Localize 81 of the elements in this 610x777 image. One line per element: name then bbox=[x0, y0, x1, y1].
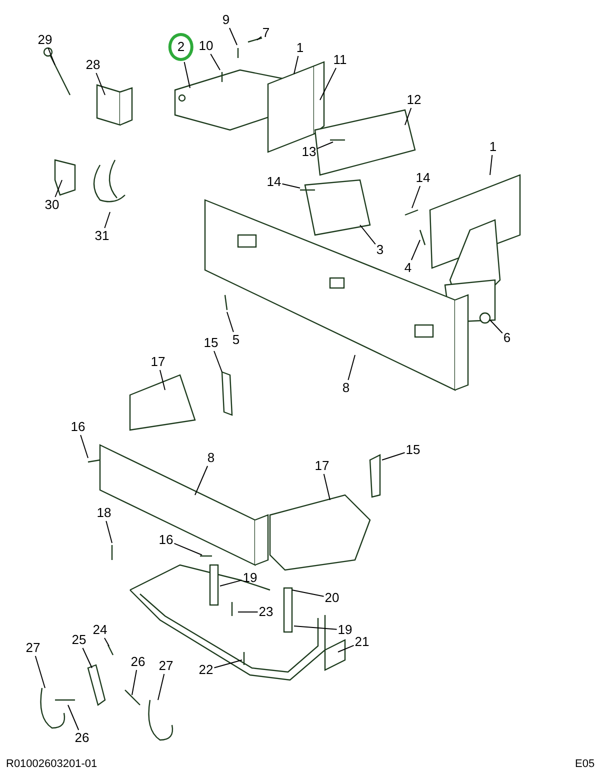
callout-number: 30 bbox=[44, 198, 60, 212]
leader-line bbox=[106, 520, 112, 544]
leader-line bbox=[282, 183, 300, 188]
callout-number: 18 bbox=[96, 506, 112, 520]
callout-number: 22 bbox=[198, 663, 214, 677]
callout-number: 11 bbox=[333, 53, 347, 67]
leader-line bbox=[226, 312, 234, 332]
leader-line bbox=[294, 56, 299, 74]
callout-number: 27 bbox=[158, 659, 174, 673]
callout-number: 9 bbox=[222, 13, 230, 27]
leader-line bbox=[214, 660, 242, 668]
callout-number: 16 bbox=[158, 533, 174, 547]
callout-number: 14 bbox=[266, 175, 282, 189]
leader-line bbox=[320, 68, 336, 100]
callout-number: 14 bbox=[416, 171, 430, 185]
callout-number: 20 bbox=[324, 591, 340, 605]
leader-line bbox=[174, 542, 202, 556]
leader-line bbox=[96, 72, 106, 96]
leader-line bbox=[104, 638, 110, 646]
leader-line bbox=[158, 674, 165, 700]
leader-line bbox=[229, 28, 238, 46]
page-code: E05 bbox=[575, 758, 595, 770]
callout-number: 12 bbox=[406, 93, 422, 107]
callout-number: 1 bbox=[296, 41, 304, 55]
callout-number: 23 bbox=[258, 605, 274, 619]
drawing-number: R01002603201-01 bbox=[6, 758, 98, 770]
callout-number: 10 bbox=[198, 39, 214, 53]
callout-number: 17 bbox=[150, 355, 166, 369]
leader-line bbox=[68, 704, 80, 730]
callout-number: 16 bbox=[70, 420, 86, 434]
callout-number: 6 bbox=[503, 331, 511, 345]
leader-line bbox=[256, 36, 262, 40]
leader-line bbox=[220, 580, 242, 586]
leader-line bbox=[382, 452, 406, 460]
leader-line bbox=[34, 656, 46, 688]
callout-number: 3 bbox=[376, 243, 384, 257]
callout-number: 26 bbox=[74, 731, 90, 745]
callout-number: 15 bbox=[406, 443, 420, 457]
callout-number: 19 bbox=[338, 623, 352, 637]
callout-number: 4 bbox=[404, 261, 412, 275]
leader-line bbox=[490, 320, 503, 334]
callout-number: 15 bbox=[204, 336, 218, 350]
leader-line bbox=[160, 370, 166, 390]
leader-line bbox=[360, 224, 376, 245]
leader-line bbox=[323, 474, 330, 500]
callout-number: 8 bbox=[207, 451, 215, 465]
leader-line bbox=[410, 240, 420, 260]
callout-number: 7 bbox=[262, 26, 270, 40]
leader-line bbox=[48, 48, 56, 66]
callout-number: 28 bbox=[86, 58, 100, 72]
leader-line bbox=[316, 142, 334, 150]
leader-line bbox=[490, 154, 493, 176]
callout-number: 19 bbox=[242, 571, 258, 585]
callout-number: 24 bbox=[92, 623, 108, 637]
callout-number: 25 bbox=[72, 633, 86, 647]
callout-number: 26 bbox=[130, 655, 146, 669]
leader-line bbox=[214, 350, 222, 372]
leader-line bbox=[80, 434, 88, 458]
callout-number: 2 bbox=[168, 33, 194, 61]
leader-line bbox=[104, 212, 110, 228]
leader-line bbox=[194, 466, 208, 496]
leader-line bbox=[132, 670, 138, 696]
leader-line bbox=[404, 108, 412, 126]
leader-line bbox=[54, 180, 62, 198]
callout-number: 31 bbox=[94, 229, 110, 243]
leader-line bbox=[292, 590, 324, 597]
leader-line bbox=[338, 644, 354, 652]
leader-line bbox=[184, 62, 190, 88]
leader-line bbox=[412, 186, 421, 208]
leader-line bbox=[348, 354, 356, 380]
callout-number: 27 bbox=[26, 641, 40, 655]
callout-number: 8 bbox=[342, 381, 350, 395]
leader-line bbox=[82, 648, 92, 668]
leader-line bbox=[294, 626, 338, 630]
callout-number: 21 bbox=[354, 635, 370, 649]
callout-number: 29 bbox=[38, 33, 52, 47]
callout-number: 13 bbox=[302, 145, 316, 159]
callout-number: 1 bbox=[489, 140, 497, 154]
leader-line bbox=[210, 54, 220, 70]
callout-number: 17 bbox=[314, 459, 330, 473]
callout-number: 5 bbox=[232, 333, 240, 347]
